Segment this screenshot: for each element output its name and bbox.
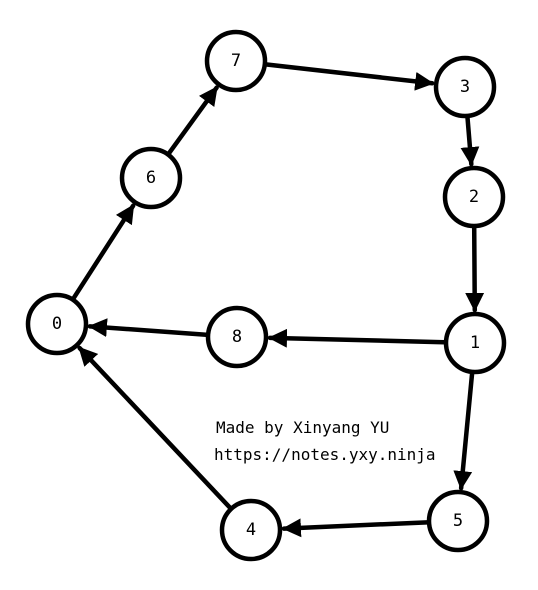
edge-7-to-3 — [264, 62, 435, 91]
edge-0-to-6 — [71, 203, 136, 301]
edge-5-to-4 — [281, 518, 430, 538]
node-circle — [219, 498, 283, 562]
node-circle — [443, 311, 507, 375]
node-label: 5 — [453, 511, 463, 531]
edges-layer — [71, 62, 485, 538]
edge-1-to-5 — [453, 371, 475, 491]
node-circle — [426, 489, 490, 553]
node-label: 6 — [146, 168, 156, 188]
node-circle — [119, 146, 183, 210]
edge-8-to-0 — [87, 318, 209, 338]
node-6: 6 — [119, 146, 183, 210]
node-label: 8 — [232, 327, 242, 347]
edge-1-to-8 — [267, 328, 447, 348]
node-circle — [204, 29, 268, 93]
node-label: 2 — [469, 187, 479, 207]
node-0: 0 — [25, 292, 89, 356]
node-circle — [433, 55, 497, 119]
node-circle — [442, 165, 506, 229]
node-8: 8 — [205, 305, 269, 369]
node-label: 3 — [460, 77, 470, 97]
node-label: 0 — [52, 314, 62, 334]
edge-3-to-2 — [460, 115, 480, 167]
node-5: 5 — [426, 489, 490, 553]
edge-6-to-7 — [166, 85, 219, 156]
node-7: 7 — [204, 29, 268, 93]
node-label: 1 — [470, 333, 480, 353]
node-4: 4 — [219, 498, 283, 562]
node-1: 1 — [443, 311, 507, 375]
node-label: 7 — [231, 51, 241, 71]
edge-4-to-0 — [77, 345, 232, 510]
credit-block: Made by Xinyang YU https://notes.yxy.nin… — [214, 418, 436, 464]
node-3: 3 — [433, 55, 497, 119]
node-circle — [25, 292, 89, 356]
nodes-layer: 0 1 2 3 4 5 6 7 8 — [25, 29, 507, 562]
edge-2-to-1 — [465, 225, 485, 313]
node-circle — [205, 305, 269, 369]
credit-url: https://notes.yxy.ninja — [214, 445, 436, 464]
credit-author: Made by Xinyang YU — [216, 418, 389, 437]
node-label: 4 — [246, 520, 256, 540]
node-2: 2 — [442, 165, 506, 229]
